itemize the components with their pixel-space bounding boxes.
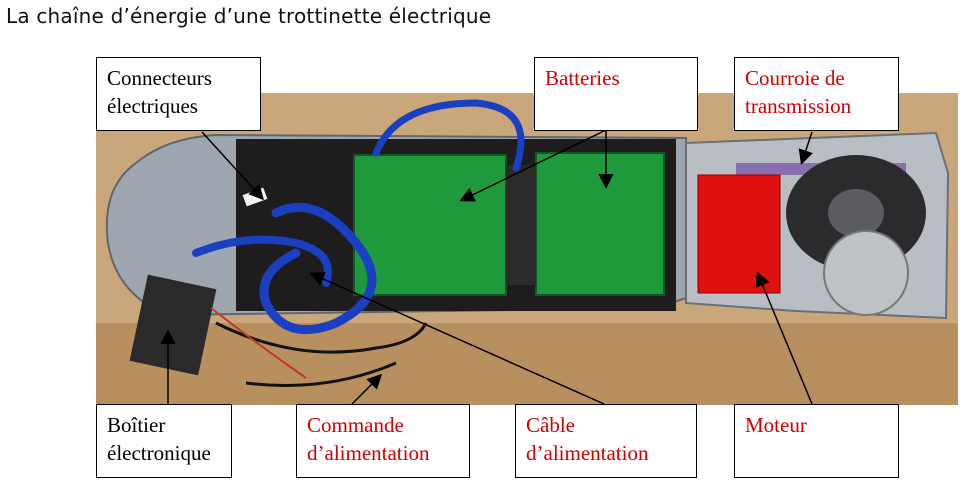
label-courroie: Courroie de transmission	[734, 57, 899, 131]
label-cable: Câble d’alimentation	[515, 404, 697, 478]
label-boitier: Boîtier électronique	[96, 404, 232, 478]
page-title: La chaîne d’énergie d’une trottinette él…	[6, 4, 492, 28]
label-commande: Commande d’alimentation	[296, 404, 470, 478]
scooter-photo	[96, 93, 958, 405]
label-moteur: Moteur	[734, 404, 899, 478]
label-batteries: Batteries	[534, 57, 698, 131]
label-connecteurs: Connecteurs électriques	[96, 57, 261, 131]
